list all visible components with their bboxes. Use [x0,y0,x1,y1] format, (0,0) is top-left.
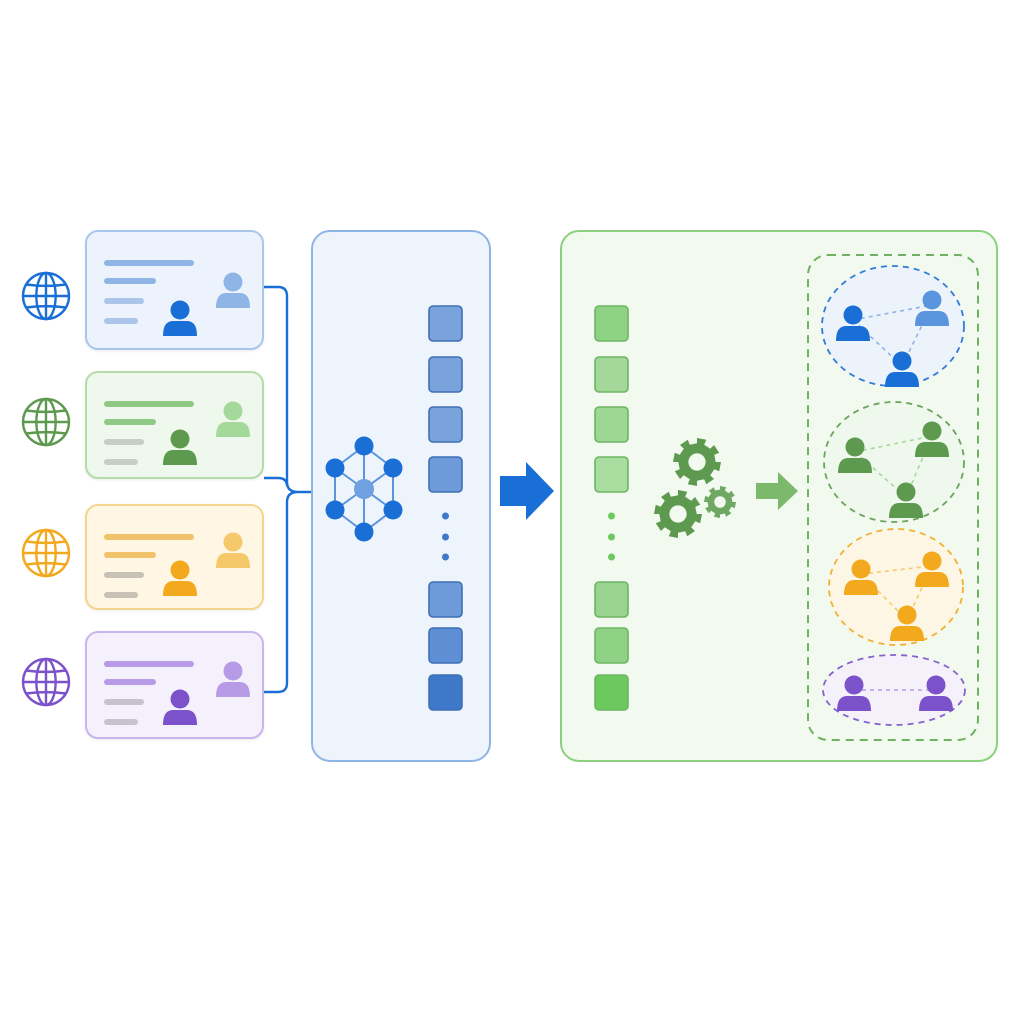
ellipsis-dot [442,512,449,520]
globe-icon [21,271,71,321]
network-node [325,500,345,520]
vector-cell [428,305,463,342]
clusters-box [807,254,979,741]
text-line [104,719,138,725]
user-icon [915,551,949,587]
user-icon [890,605,924,641]
text-line [104,439,144,445]
network-node [354,436,374,456]
profile-card [85,371,264,479]
text-line [104,572,144,578]
gear-icon [704,486,736,518]
profile-card [85,230,264,350]
profile-card [85,504,264,610]
text-line [104,298,144,304]
user-icon [216,401,250,437]
vector-cell [428,356,463,393]
text-line [104,459,138,465]
text-line [104,661,194,667]
user-icon [837,675,871,711]
user-icon [163,300,197,336]
clusters [821,265,966,726]
ellipsis-dot [608,553,615,561]
user-icon [915,290,949,326]
gears-icon [654,438,736,538]
clustering-panel [560,230,998,762]
ellipsis-dot [608,533,615,541]
text-line [104,552,156,558]
cluster-yellow [828,528,964,646]
user-icon [216,532,250,568]
user-icon [216,661,250,697]
cluster-purple [822,654,966,726]
gear-icon [654,490,702,538]
text-line [104,534,194,540]
profile-card [85,631,264,739]
vector-cell [594,627,629,664]
cluster-link [860,565,933,575]
network-graph-icon [325,436,403,542]
source-profiles [21,230,264,739]
vector-cell [428,627,463,664]
text-line [104,318,138,324]
user-icon [163,560,197,596]
vector-cell [428,581,463,618]
text-line [104,679,156,685]
user-icon [885,351,919,387]
user-icon [838,437,872,473]
vector-cell [428,674,463,711]
ellipsis-dot [442,553,449,561]
text-line [104,278,156,284]
network-node [383,500,403,520]
vector-cell [594,356,629,393]
ellipsis-dot [442,533,449,541]
embedding-panel [311,230,491,762]
cluster-green [823,401,965,523]
vector-cell [428,456,463,493]
ellipsis-dot [608,512,615,520]
user-icon [163,429,197,465]
globe-icon [21,397,71,447]
text-line [104,260,194,266]
text-line [104,401,194,407]
network-node [383,458,403,478]
text-line [104,419,156,425]
cluster-link [854,435,933,453]
text-line [104,699,144,705]
network-node [354,479,374,499]
vector-cell [428,406,463,443]
user-icon [844,559,878,595]
cluster-link [852,304,933,321]
text-line [104,592,138,598]
user-icon [915,421,949,457]
vector-cell [594,406,629,443]
user-icon [163,689,197,725]
vector-cell [594,305,629,342]
processed-vector [594,305,629,711]
small-right-arrow-icon [756,472,798,510]
vector-cell [594,456,629,493]
embedding-vector [428,305,463,711]
user-icon [836,305,870,341]
globe-icon [21,528,71,578]
merge-bracket [264,285,312,694]
right-arrow-icon [500,462,554,520]
user-icon [889,482,923,518]
user-icon [919,675,953,711]
network-node [354,522,374,542]
globe-icon [21,657,71,707]
vector-cell [594,581,629,618]
vector-cell [594,674,629,711]
network-node [325,458,345,478]
gear-icon [673,438,721,486]
cluster-blue [821,265,965,387]
user-icon [216,272,250,308]
